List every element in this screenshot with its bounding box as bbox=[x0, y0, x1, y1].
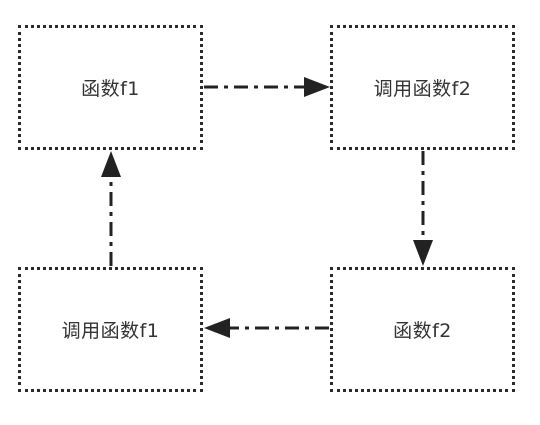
node-label-call-function-f1: 调用函数f1 bbox=[61, 320, 160, 342]
arrow-call-f1-to-f1 bbox=[101, 151, 121, 266]
arrowhead-call-f1-to-f1 bbox=[101, 151, 121, 177]
node-label-call-function-f2: 调用函数f2 bbox=[373, 78, 472, 100]
arrowhead-call-f2-to-f2 bbox=[413, 240, 433, 266]
arrow-call-f2-to-f2 bbox=[413, 151, 433, 266]
arrowhead-f1-to-call-f2 bbox=[304, 77, 330, 97]
node-call-function-f2: 调用函数f2 bbox=[330, 25, 515, 150]
arrowhead-f2-to-call-f1 bbox=[204, 318, 230, 338]
node-function-f1: 函数f1 bbox=[18, 25, 203, 150]
arrow-f2-to-call-f1 bbox=[204, 318, 329, 338]
node-label-function-f1: 函数f1 bbox=[81, 78, 140, 100]
node-function-f2: 函数f2 bbox=[330, 267, 515, 392]
arrow-f1-to-call-f2 bbox=[204, 77, 330, 97]
node-call-function-f1: 调用函数f1 bbox=[18, 267, 203, 392]
node-label-function-f2: 函数f2 bbox=[393, 320, 452, 342]
